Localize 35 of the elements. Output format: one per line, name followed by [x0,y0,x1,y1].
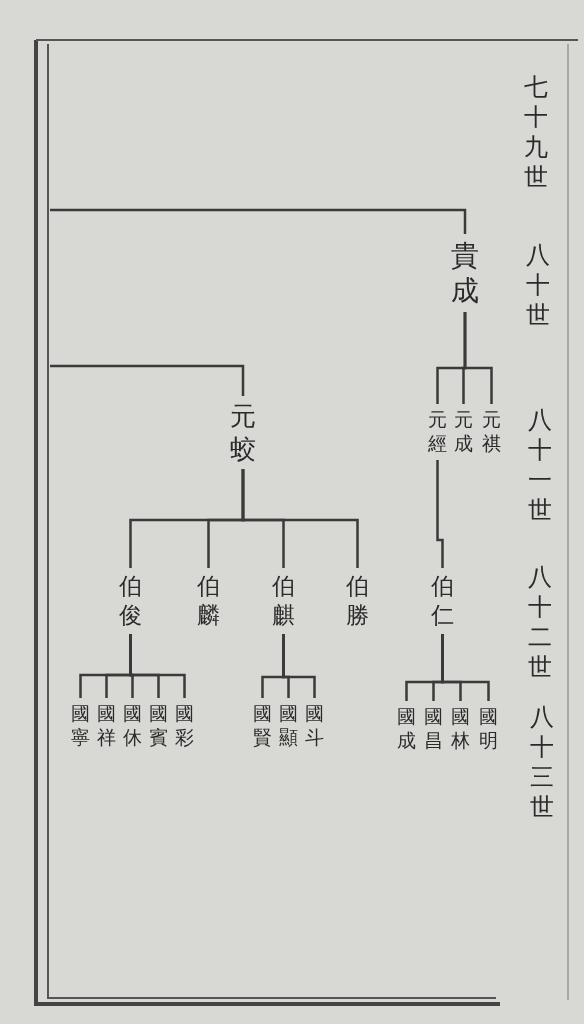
lineage-line [282,634,316,698]
person-name: 國斗 [304,702,324,750]
person-name: 元祺 [481,408,501,456]
person-name: 國林 [450,705,470,753]
generation-label: 八十三世 [530,702,554,822]
generation-label: 七十九世 [524,72,548,192]
person-name: 國賢 [252,702,272,750]
person-name: 元成 [453,408,473,456]
person-name: 伯麟 [196,572,220,630]
lineage-line [50,208,467,234]
person-name: 國明 [478,705,498,753]
person-name: 貴成 [451,238,479,308]
person-name: 元蛟 [230,400,256,465]
generation-label: 八十二世 [528,562,552,682]
person-name: 伯勝 [345,572,369,630]
person-name: 國休 [122,702,142,750]
generation-label: 八十一世 [528,405,552,525]
lineage-line [50,364,245,396]
person-name: 國祥 [96,702,116,750]
lineage-line [463,312,493,404]
person-name: 國昌 [423,705,443,753]
lineage-line [436,460,444,568]
person-name: 伯麒 [271,572,295,630]
person-name: 國寧 [70,702,90,750]
lineage-line [129,634,186,698]
person-name: 國顯 [278,702,298,750]
person-name: 伯俊 [118,572,142,630]
lineage-line [441,634,490,701]
person-name: 國彩 [174,702,194,750]
lineage-line [241,469,359,568]
person-name: 伯仁 [430,572,454,630]
person-name: 國賓 [148,702,168,750]
person-name: 國成 [396,705,416,753]
person-name: 元經 [427,408,447,456]
generation-label: 八十世 [526,240,550,330]
